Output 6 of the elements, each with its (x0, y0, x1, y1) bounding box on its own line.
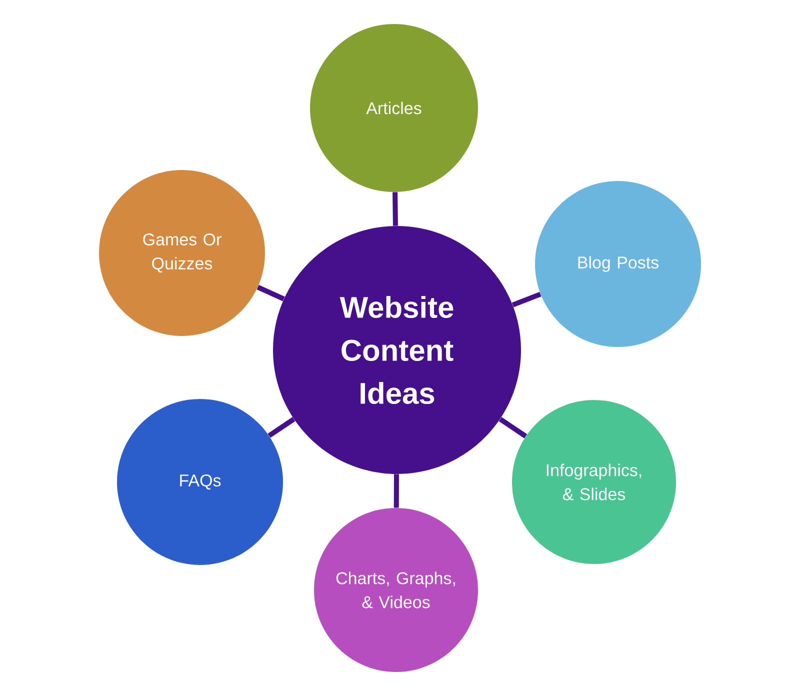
connector-line (392, 192, 398, 226)
connector-line (498, 417, 528, 438)
connector-line (512, 292, 542, 308)
connector-line (256, 284, 285, 302)
connector-line (268, 417, 296, 438)
connector-line (394, 474, 399, 508)
